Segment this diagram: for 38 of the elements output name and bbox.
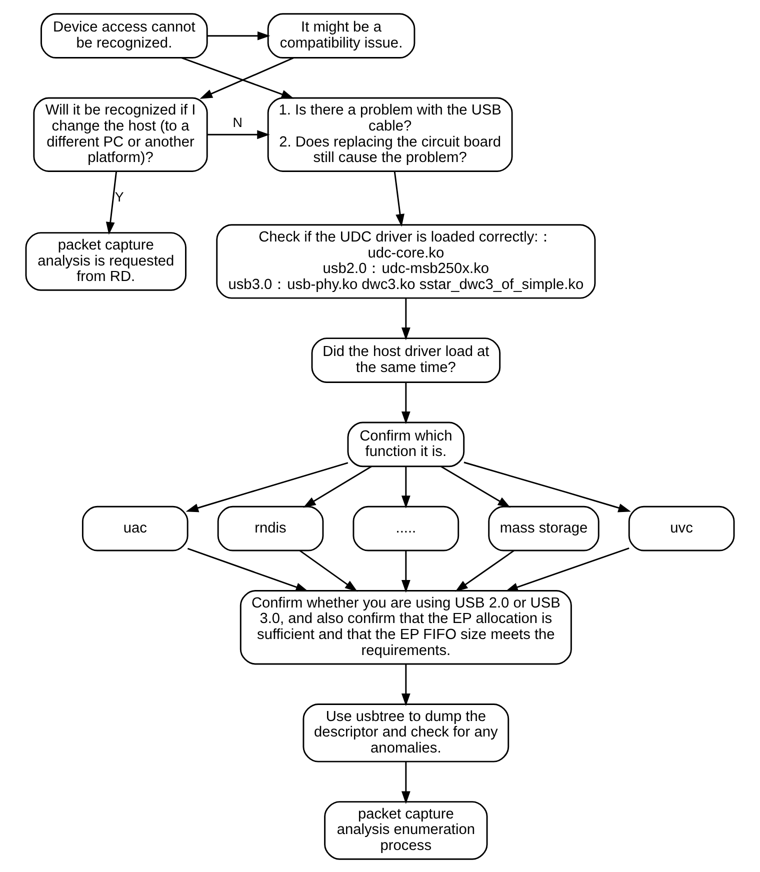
arrow (106, 170, 118, 234)
node-box: Did the host driver load at the same time? (311, 337, 501, 382)
arrow (401, 466, 410, 508)
node-box: ..... (352, 505, 460, 551)
arrow (464, 461, 631, 512)
node-box: packet capture analysis enumeration process (324, 800, 488, 860)
edge-label: N (232, 114, 242, 130)
arrow (401, 761, 410, 804)
node-box: Confirm which function it is. (347, 421, 465, 467)
node-box: Confirm whether you are using USB 2.0 or USB 3.0, and also confirm that the EP allocation is sufficient and that the EP FIFO size meets the requirements. (240, 590, 572, 664)
arrow (187, 547, 308, 591)
node-box: 1. Is there a problem with the USB cable? 2. Does replacing the circuit board still cause the problem? (267, 96, 513, 172)
node-box: Will it be recognized if I change the host (to a different PC or another platform)? (33, 96, 208, 172)
arrow (440, 465, 511, 508)
arrow (207, 130, 270, 139)
node-box: rndis (217, 505, 324, 551)
arrow (181, 56, 294, 98)
arrow (401, 664, 410, 706)
node-box: It might be a compatibility issue. (267, 12, 416, 58)
edge-label: Y (114, 188, 124, 204)
node-box: Use usbtree to dump the descriptor and check for any anomalies. (302, 702, 510, 762)
arrow (401, 550, 410, 592)
arrow (455, 550, 514, 592)
arrow (401, 298, 410, 340)
arrow (299, 550, 358, 592)
arrow (200, 56, 294, 98)
node-box: uac (82, 505, 188, 551)
arrow (394, 170, 404, 226)
node-box: uvc (628, 505, 735, 551)
node-box: packet capture analysis is requested from RD. (25, 232, 186, 290)
arrow (401, 382, 410, 424)
node-box: Device access cannot be recognized. (40, 12, 208, 58)
arrow (207, 30, 270, 40)
arrow (186, 462, 348, 512)
arrow (303, 465, 372, 508)
arrow (505, 546, 630, 591)
node-box: mass storage (488, 505, 600, 551)
node-box: Check if the UDC driver is loaded correctly:： udc-core.ko usb2.0：udc-msb250x.ko usb3.0：usb-phy.ko dwc3.ko sstar_dwc3_of_simple.ko (216, 224, 596, 298)
